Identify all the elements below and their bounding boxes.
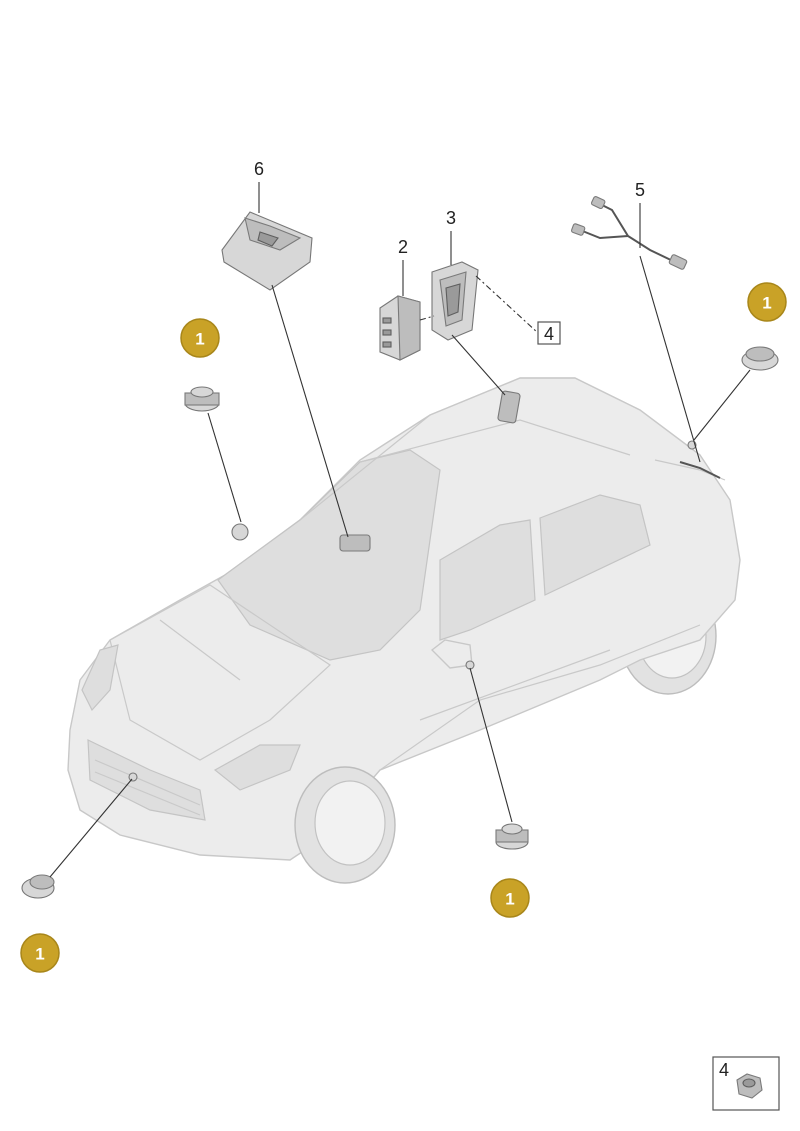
module-part[interactable] bbox=[379, 295, 421, 361]
side-window-front bbox=[439, 519, 536, 641]
side-mirror bbox=[430, 639, 473, 669]
front-grille bbox=[87, 739, 206, 821]
inset-part-4-label: 4 bbox=[719, 1060, 729, 1080]
boxed-reference-4 bbox=[537, 321, 561, 345]
part-number-3: 3 bbox=[446, 208, 456, 228]
callout-1-bottom-middle[interactable] bbox=[490, 878, 530, 918]
windshield bbox=[217, 449, 441, 661]
mounted-bracket bbox=[497, 390, 521, 424]
callout-1-top-left-label: 1 bbox=[195, 330, 204, 349]
callout-1-top-left[interactable] bbox=[180, 318, 220, 358]
callout-1-top-right-label: 1 bbox=[762, 294, 771, 313]
callout-1-bottom-left[interactable] bbox=[20, 933, 60, 973]
mounted-control-unit bbox=[339, 534, 371, 552]
vehicle-illustration bbox=[67, 377, 741, 884]
part-number-6: 6 bbox=[254, 159, 264, 179]
mounted-sensor-mirror-right bbox=[465, 660, 475, 670]
sensor-part-top-right[interactable] bbox=[741, 346, 779, 371]
headlight-left bbox=[81, 644, 119, 712]
mounted-sensor-front bbox=[128, 772, 138, 782]
headlight-right bbox=[213, 744, 301, 791]
sensor-part-bottom-left[interactable] bbox=[21, 874, 55, 899]
boxed-reference-4-label: 4 bbox=[544, 324, 554, 344]
part-number-5: 5 bbox=[635, 180, 645, 200]
callout-1-bottom-left-label: 1 bbox=[35, 945, 44, 964]
part-number-2: 2 bbox=[398, 237, 408, 257]
sensor-part-top-left[interactable] bbox=[184, 386, 220, 412]
mounted-harness bbox=[679, 461, 721, 479]
wiring-harness-part[interactable] bbox=[571, 196, 688, 270]
sensor-part-bottom-middle[interactable] bbox=[495, 823, 529, 850]
inset-part-4[interactable]: 4 bbox=[712, 1056, 780, 1111]
mounted-sensor-mirror-left bbox=[231, 523, 249, 541]
bracket-part[interactable] bbox=[431, 261, 479, 341]
callout-1-top-right[interactable] bbox=[747, 282, 787, 322]
callout-1-bottom-middle-label: 1 bbox=[505, 890, 514, 909]
side-window-rear bbox=[539, 494, 651, 596]
front-rim bbox=[314, 780, 386, 866]
control-unit-part[interactable] bbox=[221, 211, 313, 291]
